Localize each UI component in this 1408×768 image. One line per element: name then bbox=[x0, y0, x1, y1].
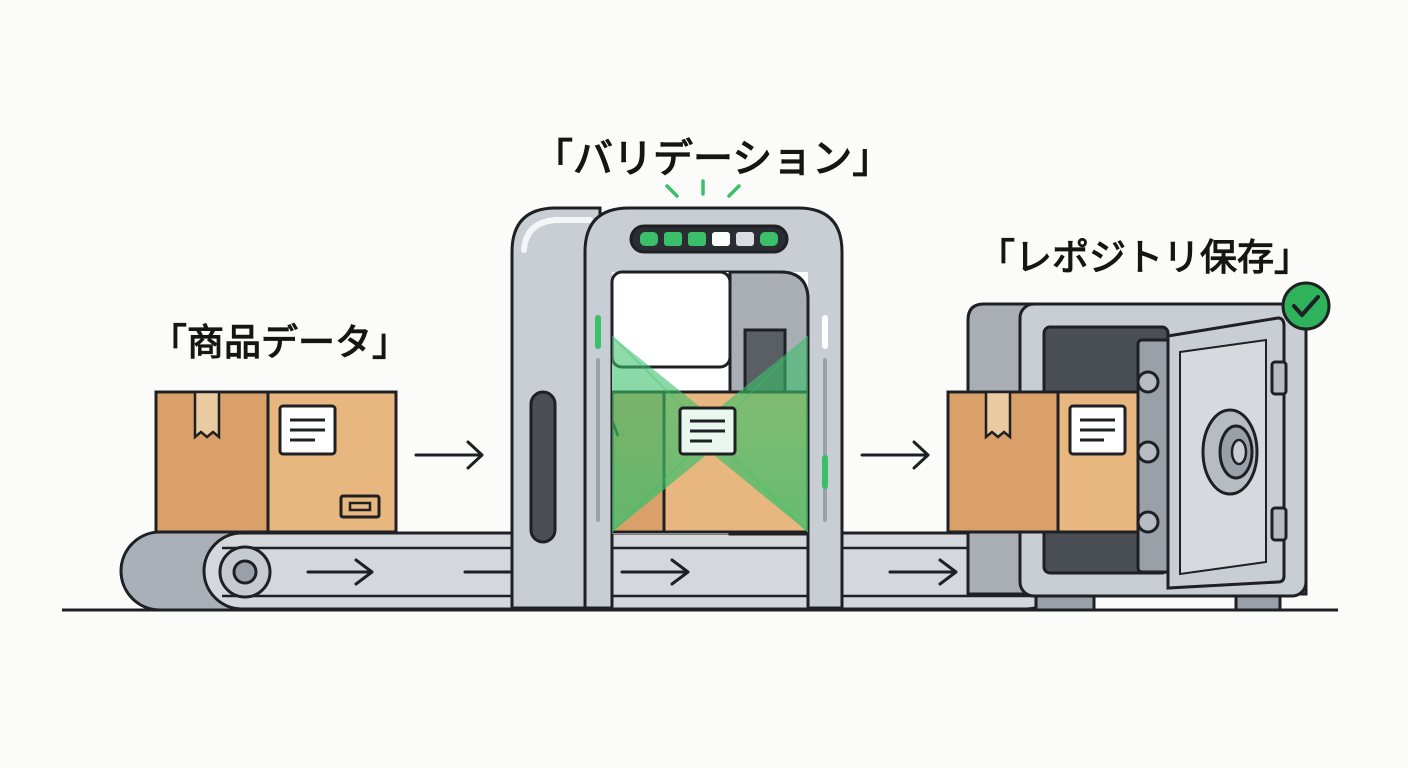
conveyor-roller-hub bbox=[232, 559, 258, 585]
safe-dial-icon bbox=[1201, 408, 1259, 496]
right-arrow-icon bbox=[414, 440, 484, 470]
right-arrow-icon bbox=[860, 440, 930, 470]
safe-hinge bbox=[1270, 506, 1288, 542]
document-label-icon bbox=[1068, 404, 1127, 456]
box-handle bbox=[339, 494, 381, 519]
label-repository-storage: 「レポジトリ保存」 bbox=[978, 236, 1311, 279]
safe-bolt bbox=[1136, 370, 1160, 394]
box-tape bbox=[193, 390, 221, 440]
repository-safe bbox=[946, 281, 1331, 612]
product-box bbox=[154, 390, 398, 534]
label-validation: 「バリデーション」 bbox=[533, 136, 893, 182]
scanner-side-slot bbox=[529, 390, 557, 544]
safe-bolt bbox=[1136, 440, 1160, 464]
validation-scanner bbox=[510, 179, 844, 610]
safe-bolt bbox=[1136, 510, 1160, 534]
document-label-icon bbox=[278, 404, 337, 456]
label-product-data: 「商品データ」 bbox=[150, 321, 409, 364]
right-arrow-icon bbox=[620, 558, 690, 586]
document-label-icon bbox=[678, 406, 737, 456]
conveyor-belt bbox=[119, 530, 1066, 612]
safe-hinge bbox=[1270, 360, 1288, 396]
signal-rays-icon bbox=[665, 179, 741, 198]
right-arrow-icon bbox=[306, 558, 374, 586]
scanner-status-lights bbox=[629, 224, 789, 254]
right-arrow-icon bbox=[888, 558, 958, 586]
check-circle-icon bbox=[1281, 281, 1331, 331]
